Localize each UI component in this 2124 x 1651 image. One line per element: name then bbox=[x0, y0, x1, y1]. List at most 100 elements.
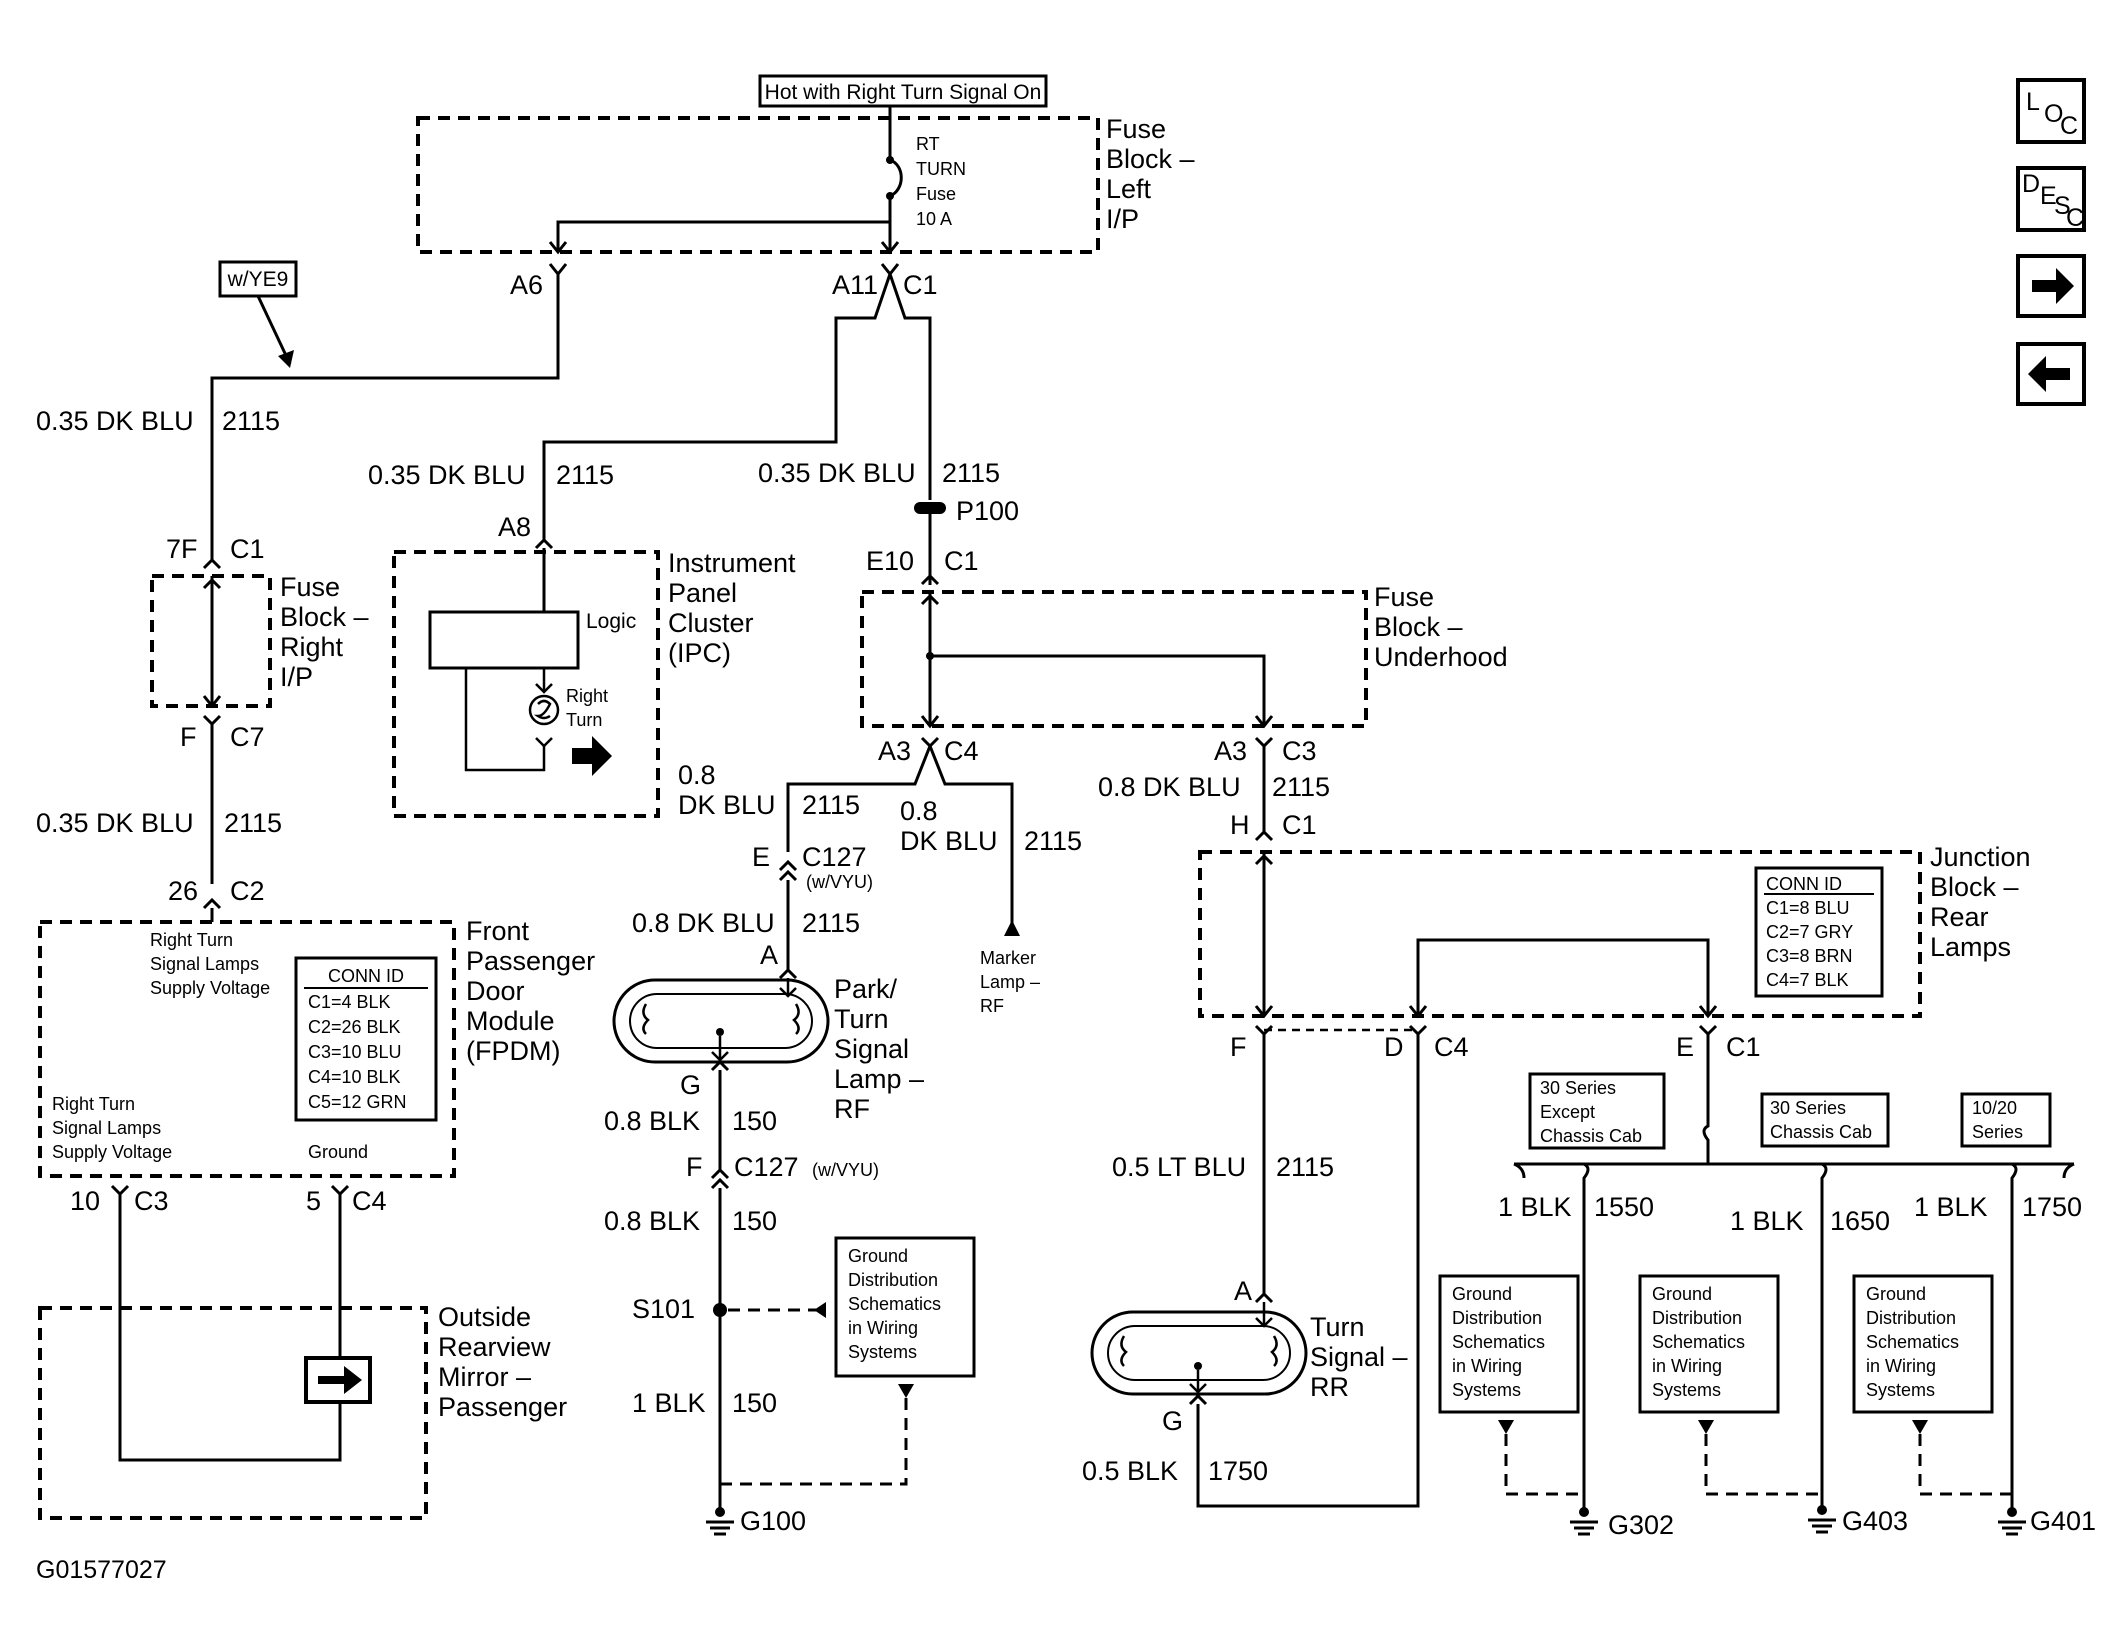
arrow-right-icon bbox=[2032, 268, 2074, 304]
conn-h-c1: C1 bbox=[1282, 810, 1317, 840]
svg-text:Ground: Ground bbox=[1866, 1284, 1926, 1304]
conn-a-rr: A bbox=[1234, 1276, 1252, 1306]
conn-c127: C127 bbox=[802, 842, 867, 872]
svg-text:30 Series: 30 Series bbox=[1770, 1098, 1846, 1118]
conn-c127b-note: (w/VYU) bbox=[812, 1160, 879, 1180]
svg-text:in Wiring: in Wiring bbox=[848, 1318, 918, 1338]
wire-rr-c3-circuit: 2115 bbox=[1272, 772, 1330, 802]
conn-g401: G401 bbox=[2030, 1506, 2096, 1536]
wire-left-upper-gauge: 0.35 DK BLU bbox=[36, 406, 194, 436]
next-page-button[interactable] bbox=[2016, 254, 2086, 318]
svg-text:Left: Left bbox=[1106, 174, 1152, 204]
svg-text:DK BLU: DK BLU bbox=[900, 826, 998, 856]
svg-text:Marker: Marker bbox=[980, 948, 1036, 968]
wire-park-g-circuit: 150 bbox=[732, 1106, 777, 1136]
arrow-left-icon bbox=[2028, 356, 2070, 392]
svg-text:Rearview: Rearview bbox=[438, 1332, 551, 1362]
wire-ipc-gauge: 0.35 DK BLU bbox=[368, 460, 526, 490]
conn-e10-c1: C1 bbox=[944, 546, 979, 576]
svg-text:Except: Except bbox=[1540, 1102, 1595, 1122]
splice-s101 bbox=[713, 1303, 727, 1317]
conn-7f: 7F bbox=[166, 534, 198, 564]
desc-button[interactable]: D E S C bbox=[2016, 166, 2086, 232]
conn-f-c127: F bbox=[686, 1152, 703, 1182]
svg-text:Chassis Cab: Chassis Cab bbox=[1540, 1126, 1642, 1146]
wire-park-a-gauge: 0.8 DK BLU bbox=[632, 908, 775, 938]
conn-c127-note: (w/VYU) bbox=[806, 872, 873, 892]
ground-dist-box-g100 bbox=[834, 1236, 976, 1378]
conn-5: 5 bbox=[306, 1186, 321, 1216]
svg-text:C2=26 BLK: C2=26 BLK bbox=[308, 1017, 401, 1037]
conn-a6: A6 bbox=[510, 270, 543, 300]
rt-turn-fuse bbox=[888, 106, 903, 252]
ground-dist-box-g401 bbox=[1852, 1274, 1994, 1414]
fpdm-supply-bottom: Right Turn Signal Lamps Supply Voltage bbox=[52, 1094, 172, 1162]
fpdm-outline bbox=[38, 920, 456, 1178]
svg-text:Right Turn: Right Turn bbox=[52, 1094, 135, 1114]
turn-signal-rr-title: Turn Signal – RR bbox=[1310, 1312, 1408, 1402]
svg-text:Series: Series bbox=[1972, 1122, 2023, 1142]
svg-text:RT: RT bbox=[916, 134, 940, 154]
svg-text:Supply Voltage: Supply Voltage bbox=[150, 978, 270, 998]
svg-text:Lamps: Lamps bbox=[1930, 932, 2011, 962]
wire-park-a-circuit: 2115 bbox=[802, 908, 860, 938]
svg-text:Signal Lamps: Signal Lamps bbox=[150, 954, 259, 974]
wire-rr-f-gauge: 0.5 LT BLU bbox=[1112, 1152, 1246, 1182]
hot-label-box bbox=[758, 74, 1048, 108]
svg-text:DK BLU: DK BLU bbox=[678, 790, 776, 820]
loc-button[interactable]: L O C bbox=[2016, 78, 2086, 144]
svg-text:CONN ID: CONN ID bbox=[1766, 874, 1842, 894]
svg-text:Fuse: Fuse bbox=[280, 572, 340, 602]
wire-park-a3-gauge: 0.8 DK BLU bbox=[678, 760, 776, 820]
fpdm-supply-top: Right Turn Signal Lamps Supply Voltage bbox=[150, 930, 270, 998]
svg-text:Passenger: Passenger bbox=[466, 946, 595, 976]
fpdm-ground-label: Ground bbox=[308, 1142, 368, 1162]
svg-text:Mirror –: Mirror – bbox=[438, 1362, 531, 1392]
svg-text:Outside: Outside bbox=[438, 1302, 531, 1332]
conn-7f-c1: C1 bbox=[230, 534, 265, 564]
ground-dist-label-g302: Ground Distribution Schematics in Wiring… bbox=[1452, 1284, 1545, 1400]
junction-block-title: Junction Block – Rear Lamps bbox=[1930, 842, 2031, 962]
fpdm-title: Front Passenger Door Module (FPDM) bbox=[466, 916, 595, 1066]
svg-text:Signal: Signal bbox=[834, 1034, 909, 1064]
fuse-block-underhood-title: Fuse Block – Underhood bbox=[1374, 582, 1508, 672]
ipc-outline bbox=[392, 550, 660, 818]
svg-text:Cluster: Cluster bbox=[668, 608, 754, 638]
ipc-logic-block bbox=[428, 610, 580, 670]
conn-26: 26 bbox=[168, 876, 198, 906]
svg-text:Module: Module bbox=[466, 1006, 555, 1036]
svg-text:Panel: Panel bbox=[668, 578, 737, 608]
svg-text:Door: Door bbox=[466, 976, 525, 1006]
ground-g401-icon bbox=[1998, 1507, 2026, 1536]
ground-g100-icon bbox=[706, 1507, 734, 1536]
svg-text:Systems: Systems bbox=[1866, 1380, 1935, 1400]
series-10-20: 10/20 Series bbox=[1960, 1092, 2052, 1148]
svg-text:Block –: Block – bbox=[1374, 612, 1463, 642]
svg-text:C4=10 BLK: C4=10 BLK bbox=[308, 1067, 401, 1087]
conn-c127b: C127 bbox=[734, 1152, 799, 1182]
svg-text:Rear: Rear bbox=[1930, 902, 1989, 932]
conn-a11: A11 bbox=[832, 270, 878, 300]
svg-text:Block –: Block – bbox=[280, 602, 369, 632]
svg-text:0.8: 0.8 bbox=[678, 760, 716, 790]
prev-page-button[interactable] bbox=[2016, 342, 2086, 406]
conn-f: F bbox=[180, 722, 197, 752]
mirror-outline bbox=[38, 1306, 428, 1520]
svg-text:in Wiring: in Wiring bbox=[1452, 1356, 1522, 1376]
ipc-bulb-label: Right Turn bbox=[566, 686, 608, 730]
svg-text:Block –: Block – bbox=[1930, 872, 2019, 902]
svg-text:C1=8 BLU: C1=8 BLU bbox=[1766, 898, 1850, 918]
svg-text:in Wiring: in Wiring bbox=[1866, 1356, 1936, 1376]
svg-text:Fuse: Fuse bbox=[1374, 582, 1434, 612]
svg-text:Schematics: Schematics bbox=[1452, 1332, 1545, 1352]
svg-text:E: E bbox=[2040, 182, 2057, 210]
wire-g403-circuit: 1650 bbox=[1830, 1206, 1890, 1236]
svg-text:RF: RF bbox=[980, 996, 1004, 1016]
conn-e-c127: E bbox=[752, 842, 770, 872]
svg-text:RR: RR bbox=[1310, 1372, 1349, 1402]
figure-id: G01577027 bbox=[36, 1556, 167, 1584]
wire-park-a3-circuit: 2115 bbox=[802, 790, 860, 820]
wire-marker-circuit: 2115 bbox=[1024, 826, 1082, 856]
svg-text:I/P: I/P bbox=[280, 662, 313, 692]
